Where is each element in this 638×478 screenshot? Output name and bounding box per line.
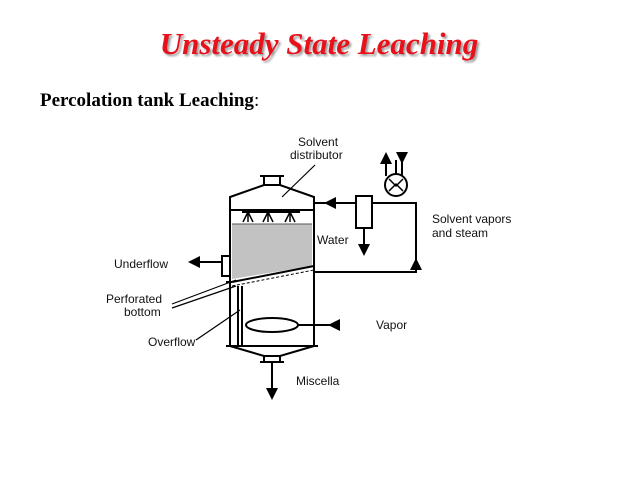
miscella-label: Miscella: [296, 374, 340, 388]
perforated-bottom-line: [231, 265, 315, 283]
subtitle-text: Percolation tank Leaching: [40, 90, 254, 111]
top-nozzle: [260, 175, 284, 185]
spray-nozzles: [242, 211, 296, 223]
spray-nozzle-3: [284, 211, 296, 223]
subtitle-colon: :: [253, 90, 260, 111]
water-arrow: [358, 244, 370, 256]
miscella-arrow: [266, 388, 278, 400]
vapor-return-arrow: [410, 258, 422, 270]
condenser-water-out-arrow: [380, 152, 392, 164]
perforated-bottom-leader-2: [171, 285, 237, 309]
vapor-return-pipe: [314, 202, 417, 273]
perforated-bottom-holes: [231, 269, 315, 287]
solvent-label-line2: distributor: [290, 148, 343, 162]
water-label: Water: [317, 233, 349, 247]
steam-coil: [245, 317, 299, 333]
slide-subtitle: Percolation tank Leaching:: [40, 90, 259, 112]
flow-arrows: [188, 152, 422, 400]
solvent-vapors-label-line2: and steam: [432, 226, 488, 240]
spray-nozzle-1: [242, 211, 254, 223]
underflow-label: Underflow: [114, 257, 168, 271]
solvent-distributor-leader: [281, 164, 316, 198]
leader-lines: [171, 164, 316, 341]
perforated-label-line2: bottom: [124, 305, 161, 319]
tank-bottom-cone: [229, 345, 315, 357]
vapor-arrow: [328, 319, 340, 331]
solvent-label-line1: Solvent: [298, 135, 339, 149]
solid-bed: [232, 224, 312, 279]
spray-nozzle-2: [262, 211, 274, 223]
solvent-vapors-label-line1: Solvent vapors: [432, 212, 511, 226]
vapor-label: Vapor: [376, 318, 407, 332]
solvent-inlet-arrow: [324, 197, 336, 209]
slide-title: Unsteady State Leaching: [159, 26, 479, 61]
underflow-nozzle: [221, 255, 230, 277]
water-separator: [314, 195, 373, 229]
overflow-label: Overflow: [148, 335, 196, 349]
overflow-leader: [195, 309, 241, 341]
underflow-arrow: [188, 256, 200, 268]
perforated-bottom-leader-1: [171, 279, 237, 305]
condenser-coil-icon: [388, 178, 404, 192]
perforated-label-line1: Perforated: [106, 292, 162, 306]
tank-diagram-lines: [196, 160, 417, 392]
tank-top-cap: [229, 184, 315, 210]
